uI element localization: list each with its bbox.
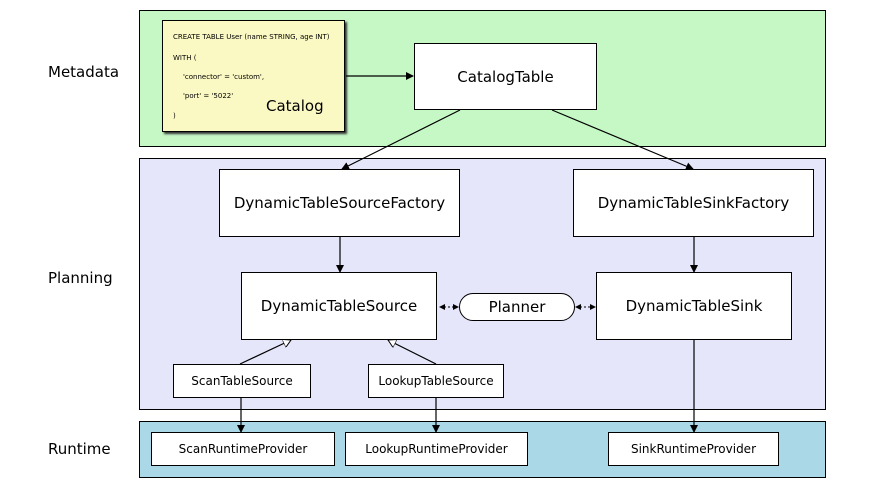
- metadata-layer-label: Metadata: [48, 63, 120, 81]
- catalog-label: Catalog: [266, 97, 324, 115]
- catalog-box: CREATE TABLE User (name STRING, age INT)…: [162, 20, 345, 132]
- catalog-sql-line-3: 'connector' = 'custom',: [183, 73, 265, 81]
- catalog-sql-line-1: CREATE TABLE User (name STRING, age INT): [173, 33, 330, 41]
- table-source-node: DynamicTableSource: [241, 272, 437, 340]
- lookup-table-source-node: LookupTableSource: [368, 364, 504, 398]
- catalog-table-node: CatalogTable: [414, 43, 597, 110]
- sink-runtime-provider-node: SinkRuntimeProvider: [608, 432, 779, 466]
- planning-layer-label: Planning: [48, 269, 113, 287]
- source-factory-node: DynamicTableSourceFactory: [219, 169, 460, 237]
- scan-runtime-provider-node: ScanRuntimeProvider: [151, 432, 335, 466]
- runtime-layer-label: Runtime: [48, 440, 111, 458]
- catalog-sql-line-5: ): [173, 112, 176, 120]
- planner-node: Planner: [459, 293, 575, 321]
- catalog-sql-line-4: 'port' = '5022': [183, 92, 234, 100]
- catalog-sql-line-2: WITH (: [173, 54, 197, 62]
- scan-table-source-node: ScanTableSource: [173, 364, 311, 398]
- table-sink-node: DynamicTableSink: [596, 272, 792, 340]
- sink-factory-node: DynamicTableSinkFactory: [573, 169, 814, 237]
- lookup-runtime-provider-node: LookupRuntimeProvider: [345, 432, 528, 466]
